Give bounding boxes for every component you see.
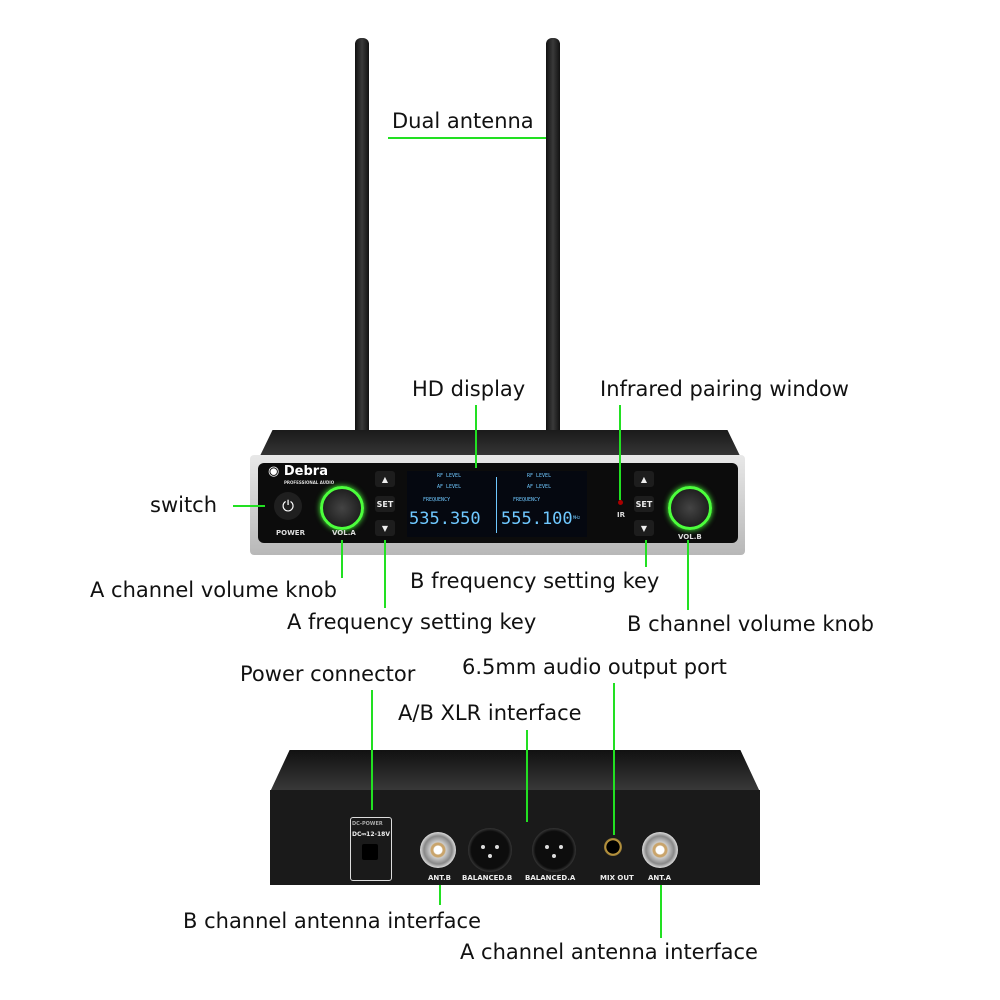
leader-xlr xyxy=(526,730,528,822)
leader-a-volume xyxy=(341,540,343,578)
label-infrared: Infrared pairing window xyxy=(600,377,849,401)
leader-a-freq xyxy=(384,540,386,608)
leader-a-antenna xyxy=(660,885,662,938)
label-a-volume: A channel volume knob xyxy=(90,578,337,602)
vol-b-knob[interactable] xyxy=(668,486,712,530)
mix-out-jack xyxy=(604,838,622,856)
label-audio-out: 6.5mm audio output port xyxy=(462,655,727,679)
ir-window xyxy=(618,500,623,505)
rear-panel: DC-POWER DC⎓12-18V ANT.B BALANCED.B BALA… xyxy=(270,790,760,885)
balanced-b-label: BALANCED.B xyxy=(462,874,513,882)
leader-power-connector xyxy=(371,690,373,810)
leader-infrared xyxy=(619,405,621,500)
balanced-a-label: BALANCED.A xyxy=(525,874,576,882)
xlr-a xyxy=(532,828,576,872)
label-b-freq: B frequency setting key xyxy=(410,569,660,593)
af-level-a: AF LEVEL xyxy=(437,484,462,490)
rf-level-a: RF LEVEL xyxy=(437,473,462,479)
leader-audio-out xyxy=(613,683,615,835)
label-hd-display: HD display xyxy=(412,377,526,401)
label-xlr: A/B XLR interface xyxy=(398,701,582,725)
freq-b: 555.100 xyxy=(501,509,573,529)
label-switch: switch xyxy=(150,493,218,517)
label-power-connector: Power connector xyxy=(240,662,416,686)
a-down-key[interactable]: ▼ xyxy=(375,520,395,536)
xlr-b xyxy=(468,828,512,872)
front-panel: ◉ Debra PROFESSIONAL AUDIO ⏻ POWER VOL.A… xyxy=(250,455,745,555)
b-up-key[interactable]: ▲ xyxy=(634,471,654,487)
af-level-b: AF LEVEL xyxy=(527,484,552,490)
a-up-key[interactable]: ▲ xyxy=(375,471,395,487)
label-a-antenna: A channel antenna interface xyxy=(460,940,758,964)
brand-logo: ◉ Debra xyxy=(268,464,328,479)
leader-b-antenna xyxy=(439,885,441,905)
label-b-volume: B channel volume knob xyxy=(627,612,874,636)
b-set-key[interactable]: SET xyxy=(634,496,654,512)
leader-switch xyxy=(233,505,265,507)
label-b-antenna: B channel antenna interface xyxy=(183,909,482,933)
a-set-key[interactable]: SET xyxy=(375,496,395,512)
frequency-a-label: FREQUENCY xyxy=(423,497,451,503)
receiver-rear-top xyxy=(270,750,760,792)
vol-a-knob[interactable] xyxy=(320,486,364,530)
b-down-key[interactable]: ▼ xyxy=(634,520,654,536)
power-icon: ⏻ xyxy=(282,497,294,515)
mix-out-label: MIX OUT xyxy=(600,874,634,882)
hd-display: RF LEVEL AF LEVEL FREQUENCY 535.350 RF L… xyxy=(407,471,587,537)
antenna-right xyxy=(546,38,560,438)
ant-a-connector xyxy=(642,832,678,868)
rf-level-b: RF LEVEL xyxy=(527,473,552,479)
freq-a: 535.350 xyxy=(409,509,481,529)
dc-spec-label: DC⎓12-18V xyxy=(352,831,391,838)
dc-power-plate: DC-POWER DC⎓12-18V xyxy=(350,817,392,881)
vol-b-label: VOL.B xyxy=(678,533,702,541)
vol-a-label: VOL.A xyxy=(332,529,356,537)
leader-b-volume xyxy=(687,540,689,610)
leader-b-freq xyxy=(645,540,647,567)
dc-jack xyxy=(362,844,378,860)
ant-b-connector xyxy=(420,832,456,868)
label-dual-antenna: Dual antenna xyxy=(392,109,534,133)
ant-b-label: ANT.B xyxy=(428,874,451,882)
dc-power-label: DC-POWER xyxy=(352,821,383,827)
leader-dual-antenna xyxy=(388,137,546,139)
power-label: POWER xyxy=(276,529,305,537)
brand-subtitle: PROFESSIONAL AUDIO xyxy=(284,480,335,485)
frequency-b-label: FREQUENCY xyxy=(513,497,541,503)
unit-label: MHz xyxy=(573,515,581,520)
label-a-freq: A frequency setting key xyxy=(287,610,537,634)
ant-a-label: ANT.A xyxy=(648,874,672,882)
power-button[interactable]: ⏻ xyxy=(274,492,302,520)
leader-hd-display xyxy=(475,405,477,468)
ir-label: IR xyxy=(617,511,625,519)
antenna-left xyxy=(355,38,369,438)
